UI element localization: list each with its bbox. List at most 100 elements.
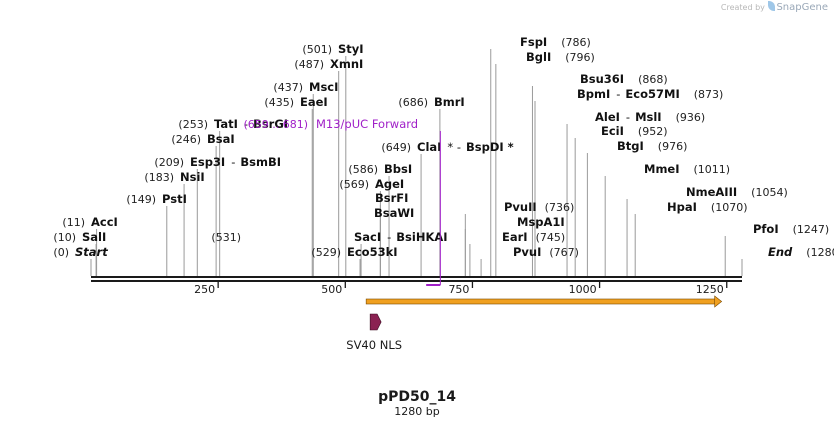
feature-sv40-nls[interactable]: SV40 NLS bbox=[346, 313, 402, 352]
enzyme-name: BtgI bbox=[617, 139, 644, 153]
enzyme-btgi[interactable]: BtgI (976) bbox=[617, 139, 687, 153]
enzyme-pvui[interactable]: PvuI (767) bbox=[513, 245, 579, 259]
enzyme-name: AgeI bbox=[375, 177, 404, 191]
enzyme-site: (767) bbox=[549, 246, 579, 259]
enzyme-saci[interactable]: SacI-BsiHKAI(531) bbox=[211, 230, 447, 244]
enzyme-separator: - bbox=[616, 87, 620, 101]
enzyme-xmni[interactable]: XmnI(487) bbox=[294, 57, 363, 71]
enzyme-site: (0) bbox=[53, 246, 69, 259]
enzyme-ecii[interactable]: EciI(952) bbox=[601, 124, 668, 138]
enzyme-styi[interactable]: StyI(501) bbox=[302, 42, 363, 56]
enzyme-separator: * - bbox=[447, 140, 461, 154]
enzyme-site: (873) bbox=[694, 88, 724, 101]
nls-arrow-icon bbox=[369, 313, 382, 331]
enzyme-name: XmnI bbox=[330, 57, 363, 71]
enzyme-site: (586) bbox=[348, 163, 378, 176]
credit-prefix: Created by bbox=[720, 3, 765, 12]
enzyme-eaei[interactable]: EaeI(435) bbox=[264, 95, 327, 109]
enzyme-separator: - bbox=[231, 155, 235, 169]
enzyme-msci[interactable]: MscI(437) bbox=[273, 80, 338, 94]
enzyme-site: (1011) bbox=[694, 163, 731, 176]
enzyme-eco53ki[interactable]: Eco53kI(529) bbox=[311, 245, 397, 259]
enzyme-start[interactable]: Start(0) bbox=[53, 245, 108, 259]
enzyme-site: (531) bbox=[211, 231, 241, 244]
enzyme-bmri[interactable]: BmrI (686) bbox=[398, 95, 464, 109]
enzyme-nsii[interactable]: NsiI (183) bbox=[144, 170, 204, 184]
enzyme-pfoi[interactable]: PfoI(1247) bbox=[753, 222, 829, 236]
enzyme-site: (952) bbox=[638, 125, 668, 138]
enzyme-name: Eco53kI bbox=[347, 245, 398, 259]
enzyme-site: (1070) bbox=[711, 201, 748, 214]
enzyme-sali[interactable]: SalI(10) bbox=[53, 230, 106, 244]
enzyme-eari[interactable]: EarI(745) bbox=[502, 230, 565, 244]
enzyme-bgli[interactable]: BglI(796) bbox=[526, 50, 595, 64]
enzyme-name: BsrFI bbox=[375, 191, 408, 205]
enzyme-bbsi[interactable]: BbsI (586) bbox=[348, 162, 412, 176]
enzyme-bpmi[interactable]: BpmI-Eco57MI(873) bbox=[577, 87, 723, 101]
enzyme-bsai[interactable]: BsaI (246) bbox=[171, 132, 234, 146]
enzyme-mmei[interactable]: MmeI (1011) bbox=[644, 162, 730, 176]
enzyme-name: BsaI bbox=[207, 132, 235, 146]
enzyme-site: (183) bbox=[144, 171, 174, 184]
enzyme-site: (686) bbox=[398, 96, 428, 109]
enzyme-site: (569) bbox=[339, 178, 369, 191]
enzyme-site: (976) bbox=[658, 140, 688, 153]
enzyme-clai[interactable]: ClaI* -BspDI *(649) bbox=[381, 140, 513, 154]
enzyme-alei[interactable]: AleI-MslI(936) bbox=[595, 110, 705, 124]
orf-bar bbox=[365, 298, 716, 305]
plasmid-name: pPD50_14 bbox=[378, 389, 456, 405]
axis-tick-label: 1250 bbox=[696, 283, 724, 296]
orf-arrow[interactable] bbox=[365, 295, 723, 308]
enzyme-name: ClaI bbox=[417, 140, 441, 154]
enzyme-name: MmeI bbox=[644, 162, 680, 176]
enzyme-acci[interactable]: AccI(11) bbox=[62, 215, 117, 229]
enzyme-name: EarI bbox=[502, 230, 528, 244]
enzyme-pvuii[interactable]: PvuII(736) bbox=[504, 200, 574, 214]
enzyme-bsawi[interactable]: BsaWI bbox=[374, 206, 414, 220]
enzyme-name: BsaWI bbox=[374, 206, 414, 220]
axis-tick-label: 750 bbox=[448, 283, 469, 296]
enzyme-site: (868) bbox=[638, 73, 668, 86]
enzyme-name: NsiI bbox=[180, 170, 205, 184]
snapgene-logo-icon bbox=[768, 1, 776, 11]
enzyme-bsrfi[interactable]: BsrFI bbox=[375, 191, 408, 205]
enzyme-site: (649) bbox=[381, 141, 411, 154]
axis-tick-label: 1000 bbox=[569, 283, 597, 296]
enzyme-site: (786) bbox=[561, 36, 591, 49]
enzyme-site: (1280) bbox=[806, 246, 834, 259]
enzyme-name: PstI bbox=[162, 192, 187, 206]
enzyme-hpai[interactable]: HpaI(1070) bbox=[667, 200, 747, 214]
enzyme-psti[interactable]: PstI(149) bbox=[126, 192, 186, 206]
enzyme-separator: - bbox=[244, 117, 248, 131]
enzyme-name: NmeAIII bbox=[686, 185, 737, 199]
enzyme-esp3i[interactable]: Esp3I-BsmBI(209) bbox=[154, 155, 281, 169]
enzyme-name-2: BsmBI bbox=[240, 155, 281, 169]
enzyme-name: MspA1I bbox=[517, 215, 565, 229]
enzyme-name: PfoI bbox=[753, 222, 779, 236]
credit-brand: SnapGene bbox=[776, 2, 828, 13]
enzyme-name: End bbox=[768, 245, 793, 259]
enzyme-site: (246) bbox=[171, 133, 201, 146]
enzyme-name: BmrI bbox=[434, 95, 465, 109]
enzyme-name: Esp3I bbox=[190, 155, 225, 169]
enzyme-name-2: BsrGI bbox=[253, 117, 288, 131]
enzyme-nmeaiii[interactable]: NmeAIII(1054) bbox=[686, 185, 788, 199]
primer-m13-puc-forward[interactable]: (659 .. 681)M13/pUC Forward bbox=[243, 117, 441, 286]
enzyme-name: Bsu36I bbox=[580, 72, 624, 86]
enzyme-mspa1i[interactable]: MspA1I bbox=[517, 215, 565, 229]
axis-tick-label: 500 bbox=[321, 283, 342, 296]
enzyme-site: (437) bbox=[273, 81, 303, 94]
enzyme-name: BbsI bbox=[384, 162, 412, 176]
enzyme-separator: - bbox=[626, 110, 630, 124]
enzyme-tati[interactable]: TatI-BsrGI(253) bbox=[178, 117, 288, 131]
enzyme-agei[interactable]: AgeI (569) bbox=[339, 177, 404, 191]
enzyme-end[interactable]: End (1280) bbox=[768, 245, 834, 259]
enzyme-site: (736) bbox=[545, 201, 575, 214]
primer-label: M13/pUC Forward bbox=[316, 117, 418, 131]
enzyme-bsu36i[interactable]: Bsu36I (868) bbox=[580, 72, 668, 86]
enzyme-fspi[interactable]: FspI(786) bbox=[520, 35, 591, 49]
enzyme-name: SalI bbox=[82, 230, 106, 244]
enzyme-name: PvuI bbox=[513, 245, 541, 259]
feature-track: SV40 NLS bbox=[346, 295, 723, 352]
